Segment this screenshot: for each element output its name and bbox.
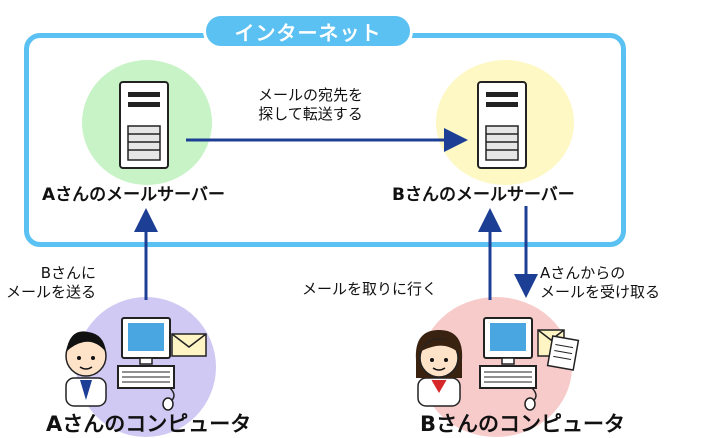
send-note: Bさんに メールを送る xyxy=(6,264,96,302)
opened-mail-icon xyxy=(537,329,580,371)
transfer-note-line2: 探して転送する xyxy=(258,105,363,123)
server-b-icon xyxy=(477,81,527,169)
send-note-line1: Bさんに xyxy=(40,264,97,282)
transfer-note: メールの宛先を 探して転送する xyxy=(258,86,363,124)
computer-a-label: Aさんのコンピュータ xyxy=(46,412,252,436)
person-b-icon xyxy=(415,330,463,407)
computer-b-label: Bさんのコンピュータ xyxy=(420,412,626,436)
server-b-label: Bさんのメールサーバー xyxy=(392,185,575,205)
receive-note: Aさんからの メールを受け取る xyxy=(540,264,660,302)
send-note-line2: メールを送る xyxy=(6,283,97,301)
computer-a-icon xyxy=(117,317,175,411)
envelope-icon xyxy=(171,333,207,357)
internet-label: インターネット xyxy=(203,13,413,49)
server-a-icon xyxy=(119,81,169,169)
fetch-note: メールを取りに行く xyxy=(302,280,438,298)
server-a-label: Aさんのメールサーバー xyxy=(42,185,225,205)
transfer-note-line1: メールの宛先を xyxy=(258,86,364,104)
person-a-icon xyxy=(65,331,107,407)
receive-note-line2: メールを受け取る xyxy=(540,283,661,301)
computer-b-icon xyxy=(479,317,537,411)
receive-note-line1: Aさんからの xyxy=(540,264,626,282)
